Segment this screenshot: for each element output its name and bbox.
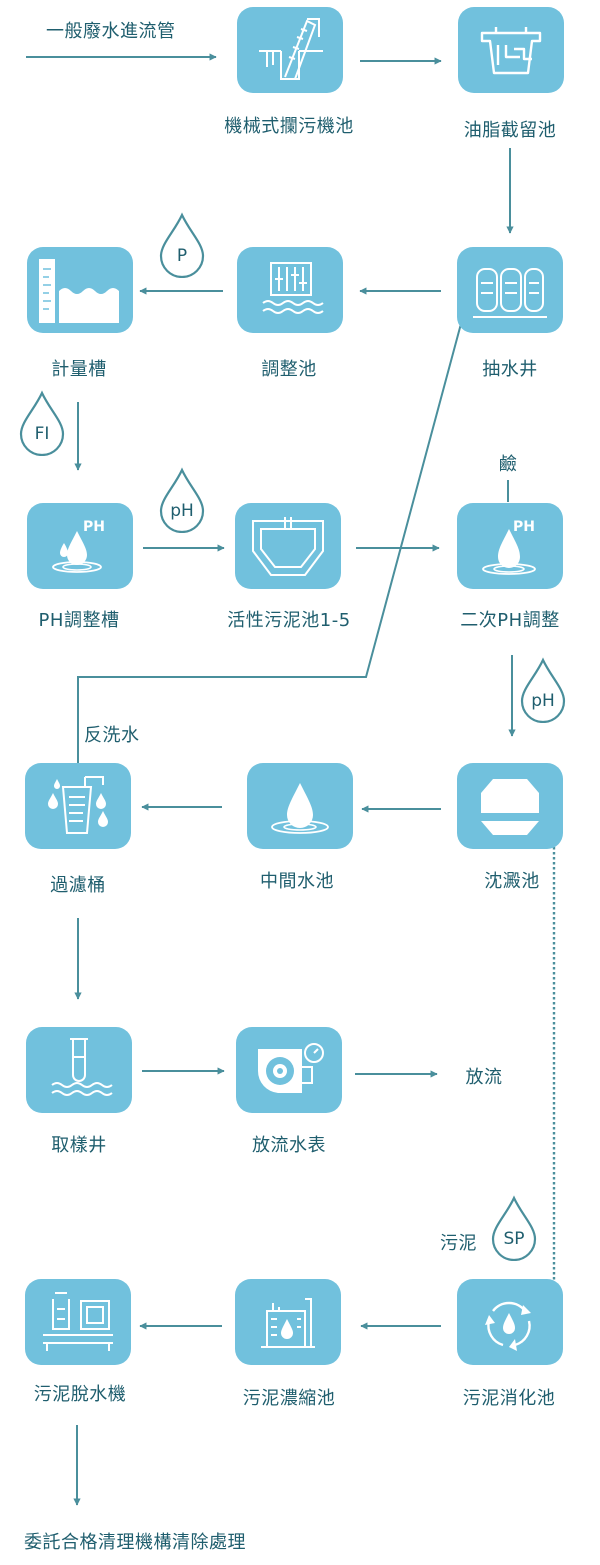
- pump-well-icon: [473, 268, 547, 318]
- svg-text:PH: PH: [83, 519, 105, 535]
- node-thickener: [235, 1279, 341, 1365]
- label-filter: 過濾桶: [50, 875, 106, 896]
- ph-tank-icon: PH: [52, 519, 105, 573]
- node-sample-well: [26, 1027, 132, 1113]
- bar-screen-icon: [259, 18, 323, 80]
- label-sample-well: 取樣井: [51, 1135, 107, 1156]
- pressure-instrument: P: [158, 212, 206, 279]
- node-grease-trap: [458, 7, 564, 93]
- backwash-line: [77, 319, 463, 764]
- recycle-icon: [485, 1301, 531, 1351]
- label-grease-trap: 油脂截留池: [463, 120, 557, 141]
- sludge-label: 污泥: [440, 1233, 477, 1254]
- alkali-label: 鹼: [498, 454, 518, 475]
- ph-instrument-1: pH: [158, 467, 206, 534]
- node-metering: [27, 247, 133, 333]
- label-flow-meter: 放流水表: [252, 1135, 326, 1156]
- node-ph-adjust: PH: [457, 503, 563, 589]
- ph-adjust-icon: PH: [482, 519, 536, 575]
- flow-meter-icon: [257, 1043, 324, 1093]
- drop-outline-icon: [520, 657, 566, 724]
- sedimentation-icon: [481, 779, 539, 835]
- thickener-icon: [261, 1298, 315, 1348]
- node-dewatering: [25, 1279, 131, 1365]
- backwash-label: 反洗水: [84, 725, 140, 746]
- label-thickener: 污泥濃縮池: [242, 1388, 336, 1409]
- drop-outline-icon: [159, 212, 205, 279]
- instrument-p: P: [176, 246, 188, 266]
- label-metering: 計量槽: [51, 359, 107, 380]
- drop-outline-icon: [159, 467, 205, 534]
- node-activated-sludge: [235, 503, 341, 589]
- final-disposal-label: 委託合格清理機構清除處理: [24, 1532, 246, 1553]
- sludge-pump-instrument: SP: [490, 1195, 538, 1262]
- filter-icon: [48, 776, 108, 834]
- instrument-ph-b: pH: [531, 691, 555, 711]
- node-filter: [25, 763, 131, 849]
- node-digestion: [457, 1279, 563, 1365]
- grease-trap-icon: [480, 27, 542, 75]
- label-activated-sludge: 活性污泥池1-5: [227, 610, 351, 631]
- sample-tube-icon: [51, 1038, 113, 1096]
- label-equalization: 調整池: [261, 359, 317, 380]
- label-ph-adjust: 二次PH調整: [460, 610, 560, 631]
- instrument-ph-a: pH: [170, 501, 194, 521]
- label-digestion: 污泥消化池: [462, 1388, 556, 1409]
- label-pump-well: 抽水井: [482, 359, 538, 380]
- node-middle-tank: [247, 763, 353, 849]
- node-sedimentation: [457, 763, 563, 849]
- discharge-label: 放流: [465, 1067, 503, 1088]
- metering-tank-icon: [39, 259, 119, 323]
- label-middle-tank: 中間水池: [260, 871, 334, 892]
- label-bar-screen: 機械式攔污機池: [224, 116, 354, 137]
- sludge-dotted-line: [540, 844, 556, 1284]
- node-flow-meter: [236, 1027, 342, 1113]
- ph-instrument-2: pH: [519, 657, 567, 724]
- activated-sludge-icon: [252, 517, 324, 576]
- node-pump-well: [457, 247, 563, 333]
- drop-outline-icon: [19, 390, 65, 457]
- label-ph-tank: PH調整槽: [38, 610, 120, 631]
- label-sedimentation: 沈澱池: [484, 871, 540, 892]
- instrument-fi: FI: [34, 424, 50, 444]
- node-ph-tank: PH: [27, 503, 133, 589]
- equalization-tank-icon: [262, 262, 324, 314]
- drop-outline-icon: [491, 1195, 537, 1262]
- inflow-label: 一般廢水進流管: [46, 21, 176, 42]
- node-bar-screen: [237, 7, 343, 93]
- svg-text:PH: PH: [513, 519, 535, 535]
- instrument-sp: SP: [503, 1229, 525, 1249]
- label-dewatering: 污泥脫水機: [33, 1384, 127, 1405]
- water-drop-icon: [271, 783, 329, 834]
- dewatering-icon: [43, 1292, 113, 1351]
- node-equalization: [237, 247, 343, 333]
- flow-indicator-instrument: FI: [18, 390, 66, 457]
